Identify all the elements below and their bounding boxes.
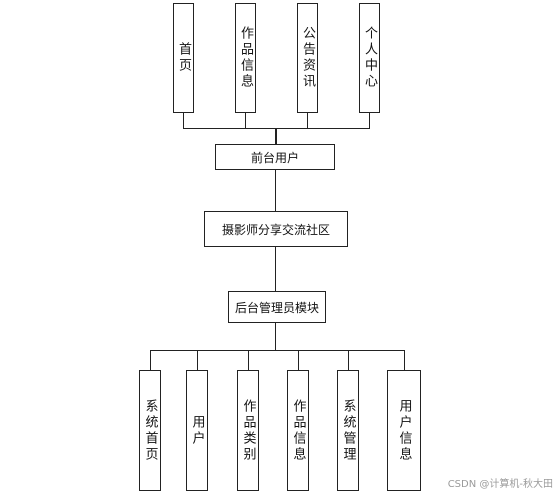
connector (150, 350, 405, 351)
admin-module-system-management: 系统管理 (337, 370, 359, 491)
connector (369, 113, 370, 129)
admin-module-work-info: 作品信息 (287, 370, 309, 491)
connector (245, 113, 246, 129)
connector (404, 350, 405, 370)
front-module-home: 首页 (173, 3, 194, 113)
front-module-works: 作品信息 (235, 3, 256, 113)
connector (248, 350, 249, 370)
connector (275, 323, 276, 351)
watermark: CSDN @计算机-秋大田 (447, 479, 553, 490)
connector (197, 350, 198, 370)
connector (348, 350, 349, 370)
connector (275, 247, 276, 291)
system-box: 摄影师分享交流社区 (204, 211, 348, 247)
connector (183, 113, 184, 129)
front-module-announcements: 公告资讯 (297, 3, 318, 113)
connector (150, 350, 151, 370)
admin-module-system-home: 系统首页 (139, 370, 161, 491)
admin-module-work-category: 作品类别 (237, 370, 259, 491)
admin-module-user: 用户 (186, 370, 208, 491)
connector (307, 113, 308, 129)
connector (275, 170, 276, 211)
admin-module-user-info: 用户信息 (387, 370, 421, 491)
connector (275, 128, 277, 144)
front-user-box: 前台用户 (215, 144, 335, 170)
connector (298, 350, 299, 370)
admin-module-box: 后台管理员模块 (228, 291, 326, 323)
front-module-profile: 个人中心 (359, 3, 380, 113)
